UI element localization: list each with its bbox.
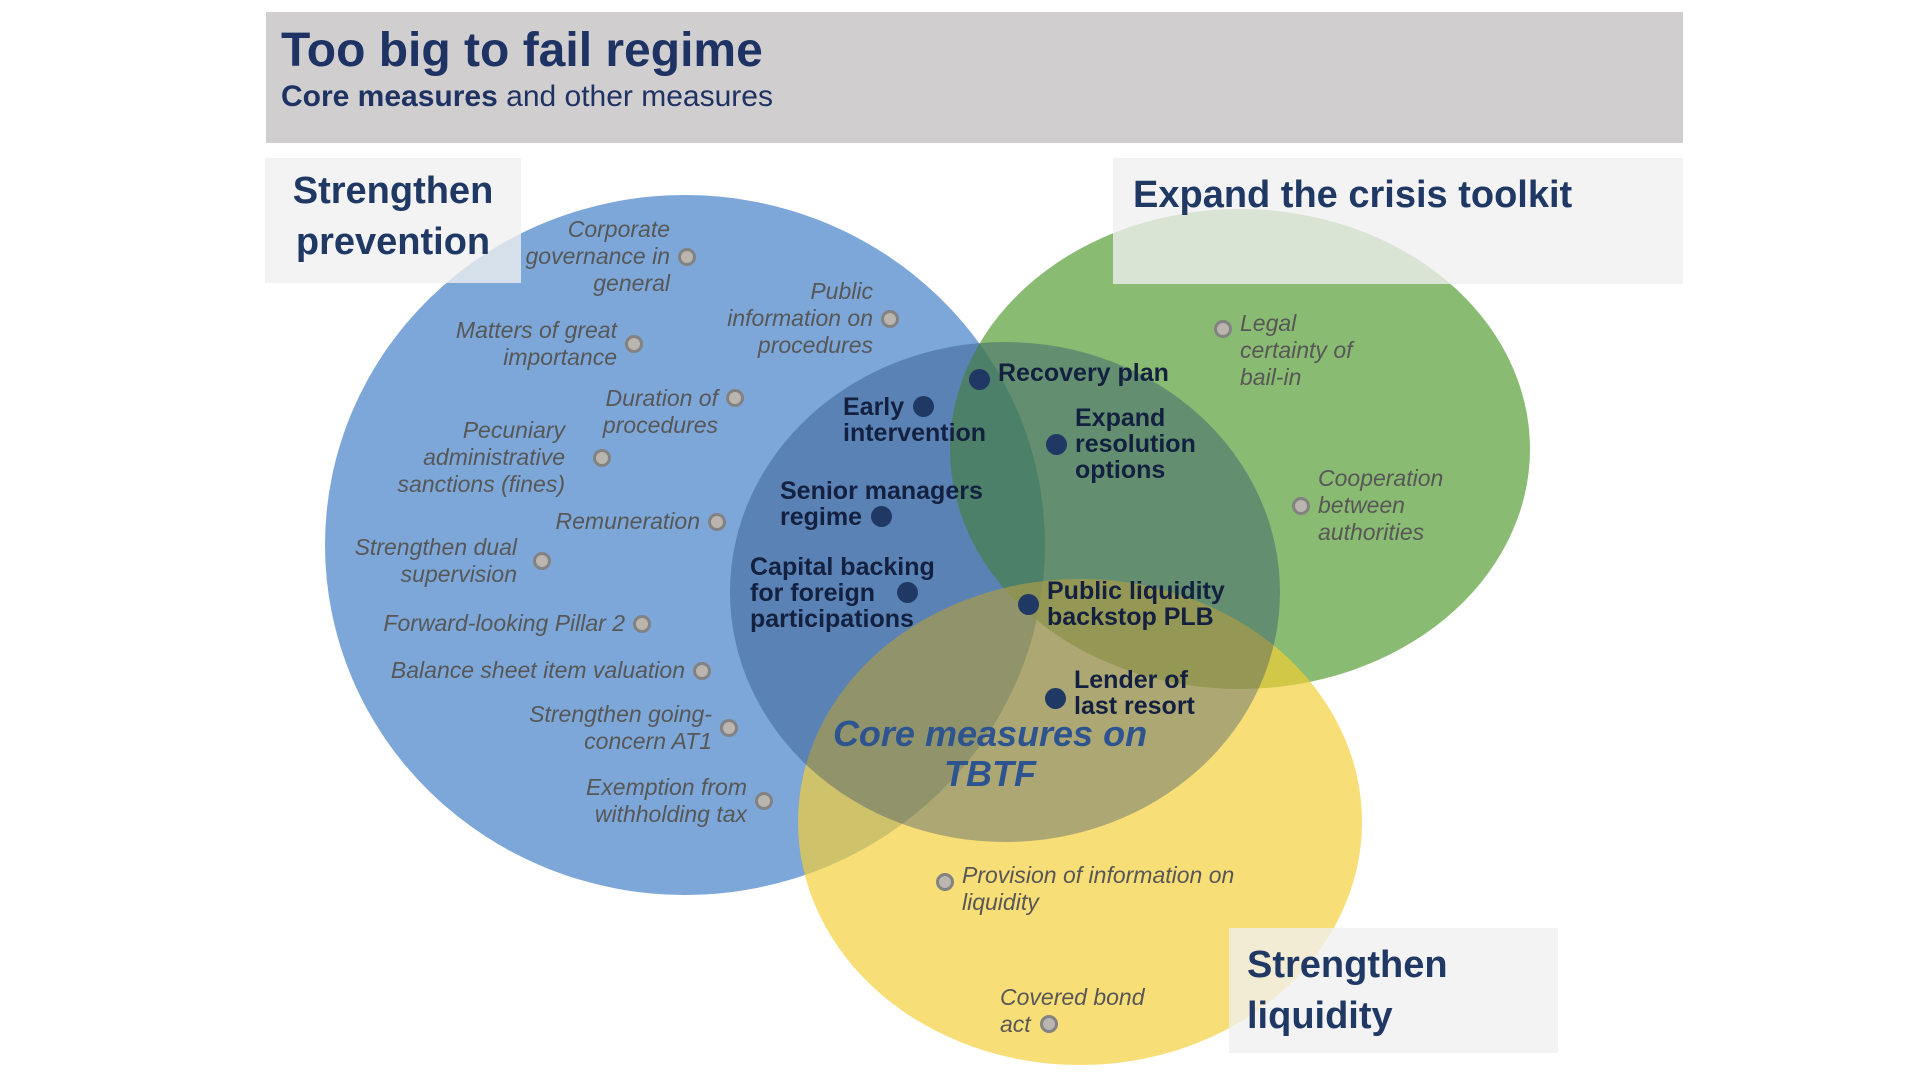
measure-provision-information-liquidity: Provision of information on liquidity (936, 862, 1272, 916)
measure-marker (633, 614, 651, 633)
page-subtitle: Core measures and other measures (281, 80, 1683, 114)
core-dot (1045, 687, 1066, 709)
measure-marker (593, 448, 611, 467)
measure-marker (881, 309, 899, 328)
core-dot (870, 506, 892, 527)
measure-remuneration: Remuneration (500, 508, 726, 535)
measure-marker (625, 335, 643, 353)
measure-duration-procedures: Duration of procedures (538, 385, 744, 439)
toolkit-circle (950, 209, 1530, 689)
core-dot (897, 582, 918, 603)
header-expand-crisis-toolkit: Expand the crisis toolkit (1113, 158, 1683, 284)
measure-pecuniary-sanctions: Pecuniary administrative sanctions (fine… (375, 417, 611, 498)
measure-marker (726, 389, 744, 407)
subtitle-bold: Core measures (281, 80, 498, 113)
liquidity-circle (798, 579, 1362, 1065)
measure-marker (936, 873, 954, 891)
measure-forward-pillar2: Forward-looking Pillar 2 (325, 610, 651, 637)
title-bar: Too big to fail regime Core measures and… (266, 12, 1683, 143)
core-early-intervention: Early intervention (843, 393, 987, 447)
core-dot (913, 396, 935, 417)
header-strengthen-liquidity: Strengthen liquidity (1229, 928, 1558, 1053)
measure-legal-certainty-bailin: Legal certainty of bail-in (1214, 310, 1353, 391)
core-recovery-plan: Recovery plan (969, 355, 1169, 390)
measure-marker (755, 792, 773, 810)
page-title: Too big to fail regime (281, 24, 763, 77)
core-capital-backing-foreign: Capital backing for foreign participatio… (750, 553, 935, 633)
measure-marker (1292, 496, 1310, 515)
measure-covered-bond-act: Covered bond act (1000, 984, 1145, 1037)
measure-marker (1039, 1015, 1058, 1033)
measure-balance-sheet-valuation: Balance sheet item valuation (335, 657, 711, 684)
measure-matters-importance: Matters of great importance (417, 317, 643, 371)
core-dot (969, 369, 990, 390)
measure-corporate-governance: Corporate governance in general (490, 216, 696, 297)
core-measures-tbtf-label: Core measures on TBTF (832, 713, 1148, 794)
core-senior-managers-regime: Senior managers regime (780, 477, 983, 531)
subtitle-rest: and other measures (497, 80, 773, 113)
core-lender-last-resort: Lender of last resort (1045, 667, 1195, 719)
measure-marker (533, 552, 551, 570)
core-public-liquidity-backstop: Public liquidity backstop PLB (1018, 578, 1225, 630)
measure-marker (720, 719, 738, 737)
measure-marker (708, 512, 726, 531)
measure-public-information: Public information on procedures (683, 278, 899, 359)
measure-marker (1214, 320, 1232, 338)
core-expand-resolution-options: Expand resolution options (1046, 405, 1196, 483)
core-dot (1018, 594, 1039, 615)
measure-going-concern-at1: Strengthen going- concern AT1 (497, 701, 738, 755)
measure-marker (678, 247, 696, 266)
measure-withholding-tax-exemption: Exemption from withholding tax (532, 774, 773, 828)
measure-dual-supervision: Strengthen dual supervision (327, 534, 551, 588)
measure-marker (693, 661, 711, 680)
core-dot (1046, 433, 1067, 455)
core-measures-circle (730, 342, 1280, 842)
header-strengthen-prevention: Strengthen prevention (265, 158, 521, 283)
measure-cooperation-authorities: Cooperation between authorities (1292, 465, 1443, 546)
